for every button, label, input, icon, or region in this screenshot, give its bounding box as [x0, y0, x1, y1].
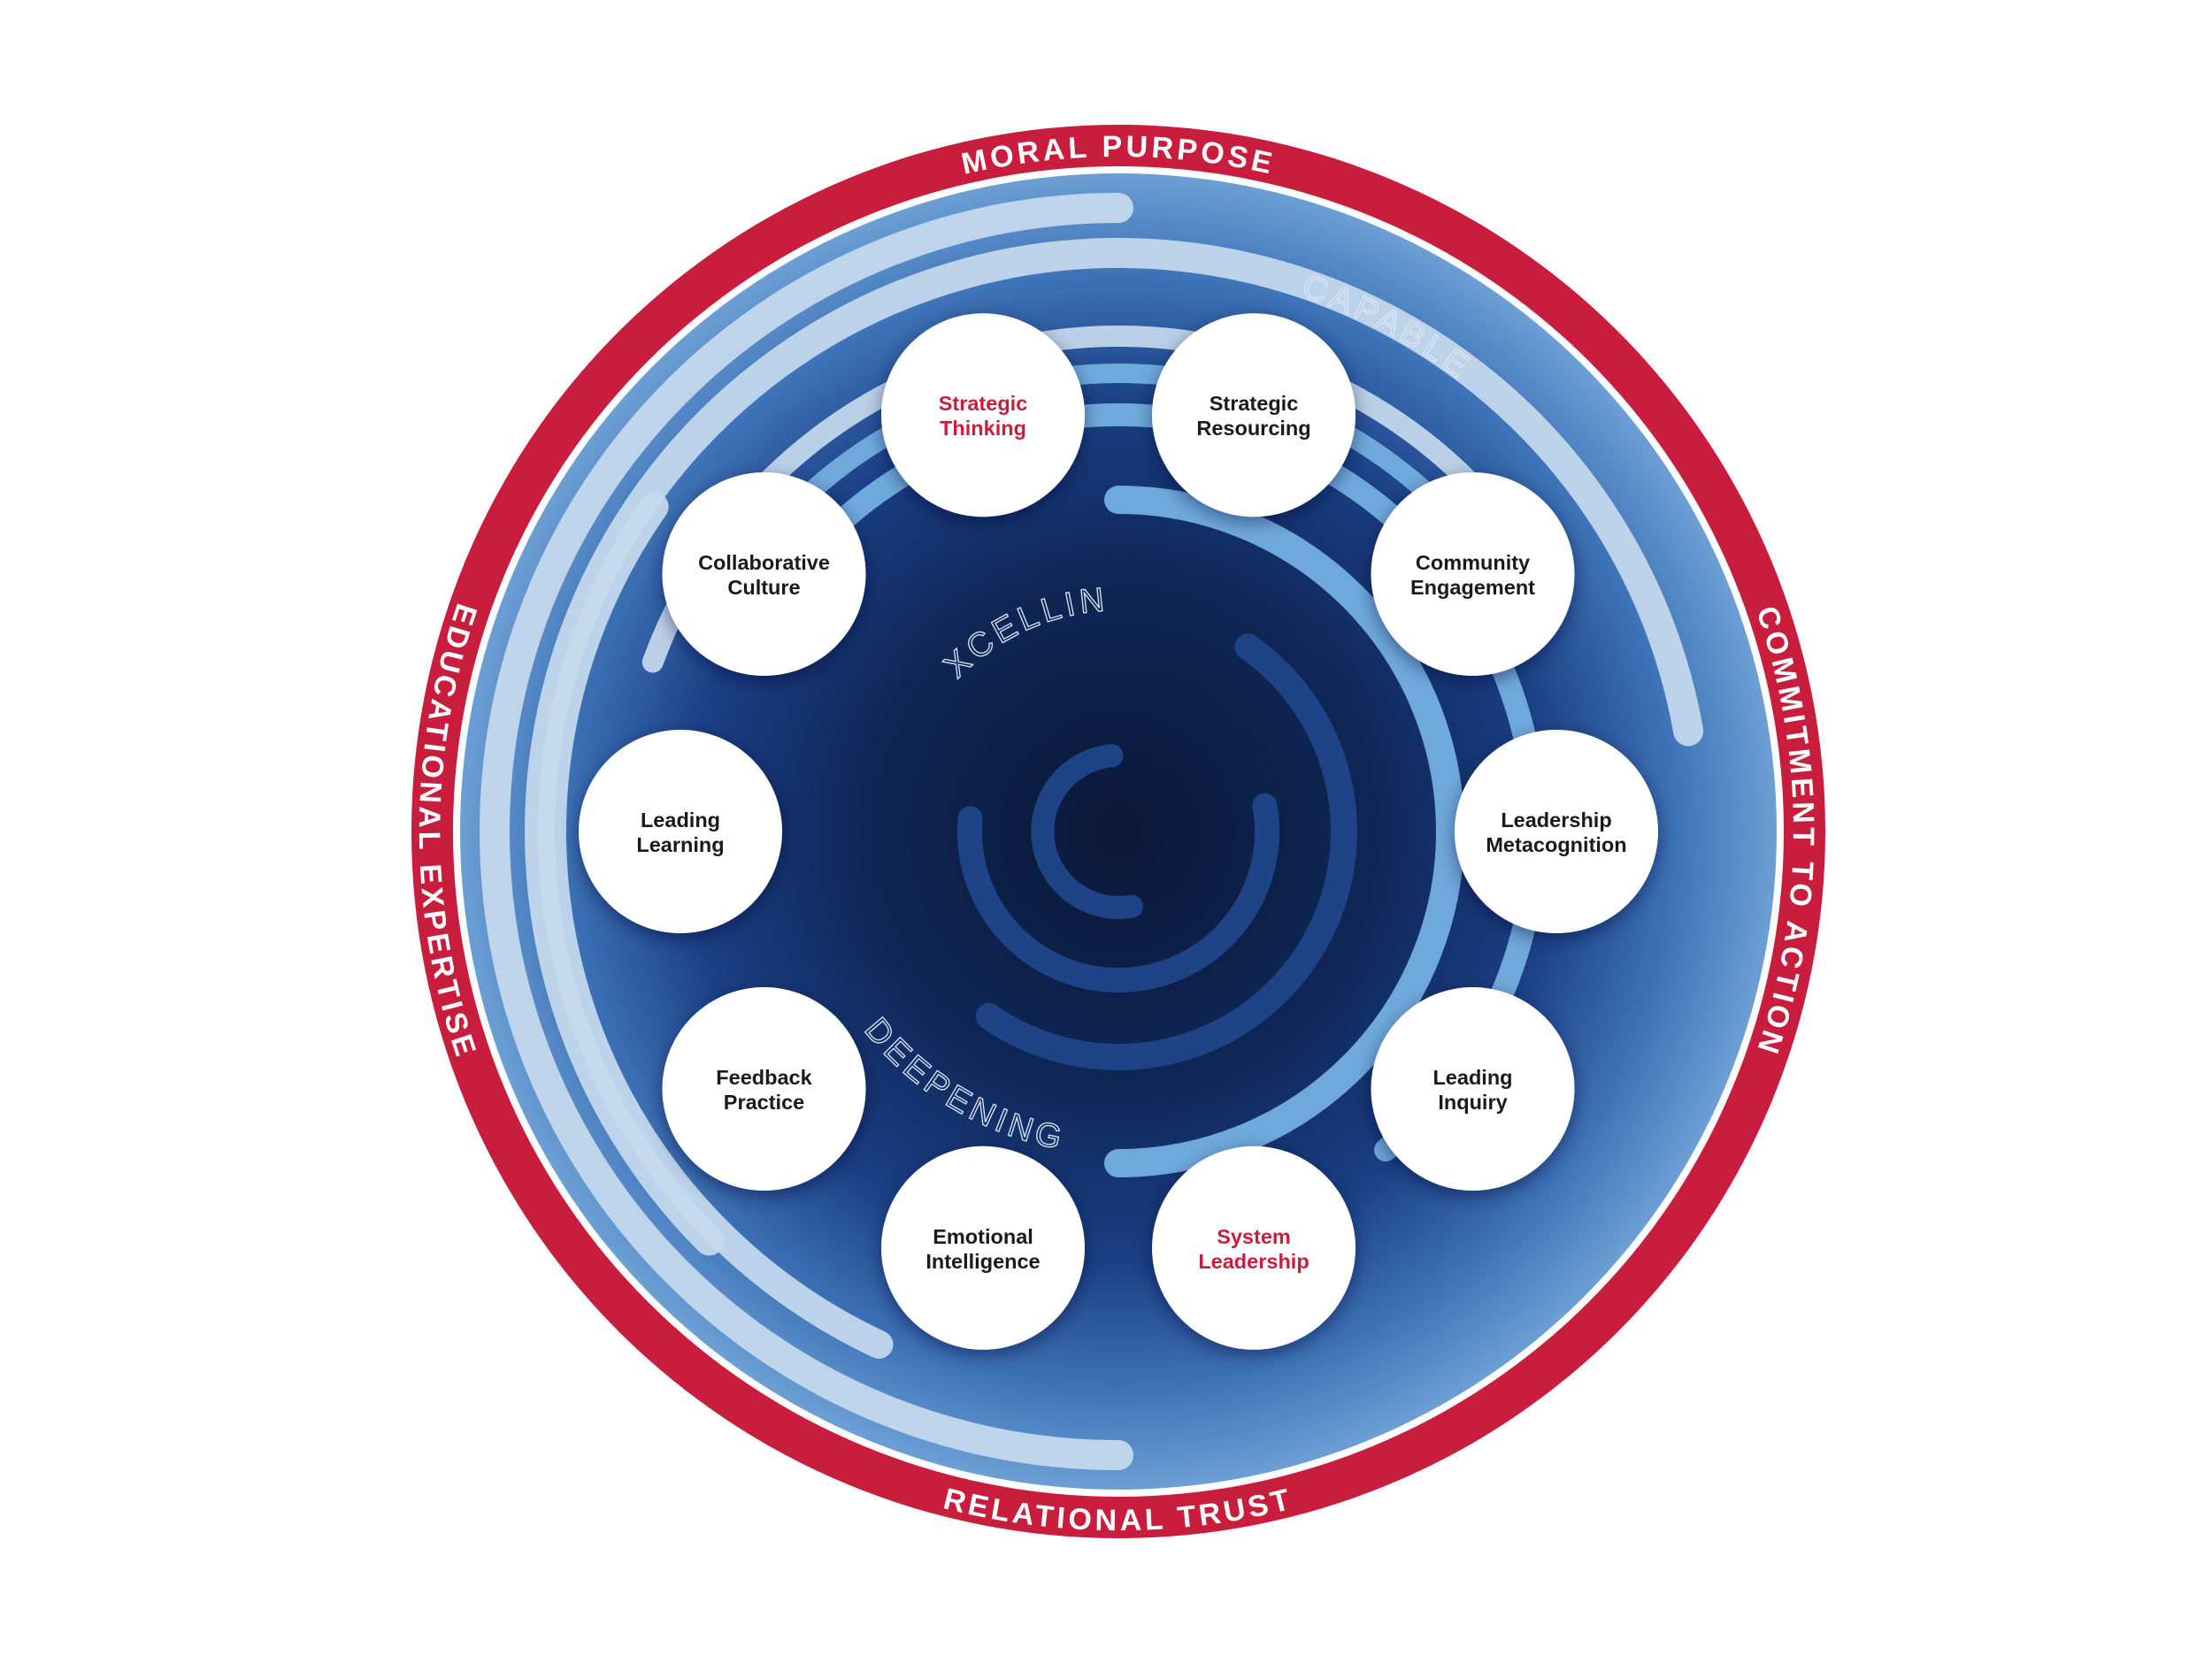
arc-core — [1031, 744, 1143, 919]
node-label-line: Intelligence — [926, 1250, 1040, 1273]
node-circle — [662, 987, 866, 1191]
node-label-line: Learning — [636, 833, 724, 856]
arc-pale-middle — [525, 237, 1704, 1256]
node-label-line: Metacognition — [1486, 833, 1626, 856]
node-label-line: Collaborative — [698, 551, 830, 574]
node-circle — [1371, 472, 1575, 676]
node-circle — [881, 1146, 1085, 1350]
node-circle — [662, 472, 866, 676]
node-label-line: Emotional — [933, 1225, 1033, 1248]
node-label-line: Leadership — [1501, 809, 1611, 832]
node-label-line: Leading — [641, 809, 720, 832]
node-circle — [1455, 730, 1658, 933]
node-label-line: Resourcing — [1196, 417, 1310, 440]
node-label-line: Leading — [1432, 1066, 1512, 1089]
node-label-line: Strategic — [1210, 392, 1299, 415]
node-circle — [579, 730, 782, 933]
arc-pale-outer — [480, 193, 1133, 1470]
node-label-line: Feedback — [716, 1066, 812, 1089]
node-label-line: Practice — [724, 1091, 804, 1114]
arc-deep-1 — [975, 633, 1357, 1071]
node-circle — [1371, 987, 1575, 1191]
node-label-line: Thinking — [940, 417, 1026, 440]
node-label-line: Culture — [727, 576, 800, 599]
node-label-line: Inquiry — [1438, 1091, 1507, 1114]
node-label-line: Strategic — [939, 392, 1028, 415]
arc-mid-1 — [1104, 486, 1464, 1177]
node-circle — [1152, 313, 1356, 517]
node-label-line: Leadership — [1198, 1250, 1309, 1273]
node-label-line: Community — [1416, 551, 1530, 574]
node-circle — [1152, 1146, 1356, 1350]
node-label-line: System — [1217, 1225, 1291, 1248]
node-circle — [881, 313, 1085, 517]
node-label-line: Engagement — [1410, 576, 1535, 599]
arc-deep-2 — [957, 793, 1279, 993]
